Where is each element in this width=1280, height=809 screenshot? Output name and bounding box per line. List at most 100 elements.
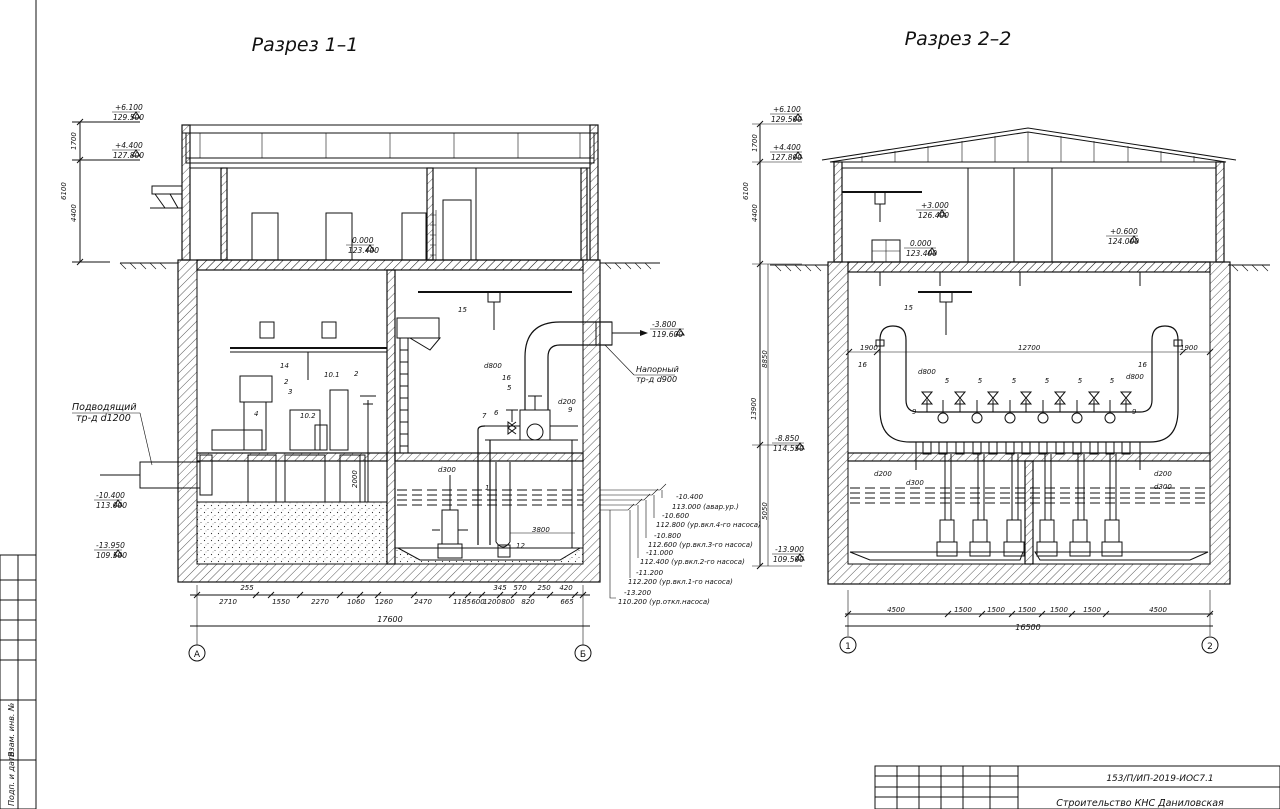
- pump-level-2-bot: 112.600 (ур.вкл.3-го насоса): [648, 541, 753, 549]
- level-r-440-bot: 127.800: [771, 153, 802, 162]
- label-5-right-3: 5: [1045, 377, 1050, 385]
- label-5-right-0: 5: [945, 377, 950, 385]
- level-l-610-top: +6.100: [115, 103, 143, 112]
- level-r-300-top: +3.000: [921, 201, 949, 210]
- level-r-885-bot: 114.550: [773, 444, 804, 453]
- dim-left-3: 1060: [347, 598, 365, 606]
- dim-left-11: 665: [560, 598, 574, 606]
- label-15-left: 15: [458, 306, 467, 314]
- dim-r-top-1900a: 1900: [860, 344, 878, 352]
- dim-right-4: 1500: [1050, 606, 1068, 614]
- level-r-440-top: +4.400: [773, 143, 801, 152]
- label-d300-left: d300: [438, 466, 456, 474]
- level-r-000-bot: 123.400: [906, 249, 937, 258]
- label-2a: 2: [284, 378, 289, 386]
- label-5-left: 5: [507, 384, 512, 392]
- label-5-right-1: 5: [978, 377, 983, 385]
- label-d200-left: d200: [558, 398, 576, 406]
- title-block: 153/П/ИП-2019-ИОС7.1 Строительство КНС Д…: [874, 765, 1280, 809]
- pump-level-0-bot: 113.000 (авар.ур.): [672, 503, 739, 511]
- axis-b: Б: [580, 650, 586, 660]
- section-2-2-title: Разрез 2–2: [905, 28, 1012, 50]
- dim-right-1: 1500: [954, 606, 972, 614]
- level-r-300-bot: 126.400: [918, 211, 949, 220]
- dim-r-top-1900b: 1900: [1180, 344, 1198, 352]
- level-l-440-top: +4.400: [115, 141, 143, 150]
- label-5-right-5: 5: [1110, 377, 1115, 385]
- label-4: 4: [254, 410, 258, 418]
- pump-level-2-top: -10.800: [654, 532, 682, 540]
- label-10-2: 10.2: [300, 412, 316, 420]
- level-l-1395-top: -13.950: [96, 541, 125, 550]
- label-9-left: 9: [568, 406, 573, 414]
- level-r-1390-bot: 109.500: [773, 555, 804, 564]
- section-1-1-title: Разрез 1–1: [252, 34, 359, 56]
- label-5-right-2: 5: [1012, 377, 1017, 385]
- dim-left-4: 1260: [375, 598, 393, 606]
- pressure-label-1: Напорный: [636, 365, 679, 374]
- level-r-1390-top: -13.900: [775, 545, 804, 554]
- section-2-2: Разрез 2–2: [742, 28, 1270, 654]
- dim-right-3: 1500: [1018, 606, 1036, 614]
- level-l-1040-bot: 113.000: [96, 501, 127, 510]
- inlet-label-2: тр-д d1200: [76, 413, 131, 424]
- title-block-code: 153/П/ИП-2019-ИОС7.1: [1106, 774, 1213, 784]
- dim-left-upper-0: 255: [240, 584, 254, 592]
- label-d200-right-a: d200: [874, 470, 892, 478]
- pump-level-1-top: -10.600: [662, 512, 690, 520]
- dim-right-2: 1500: [987, 606, 1005, 614]
- vdim-l-1700: 1700: [70, 132, 78, 150]
- label-9-right-a: 9: [912, 408, 917, 416]
- label-3800: 3800: [532, 526, 550, 534]
- level-l-380-top: -3.800: [652, 320, 676, 329]
- label-d200-right-b: d200: [1154, 470, 1172, 478]
- level-r-885-top: -8.850: [775, 434, 799, 443]
- level-l-000-top: 0.000: [352, 236, 374, 245]
- vdim-l-2000: 2000: [351, 470, 359, 488]
- vdim-r-5050: 5050: [761, 502, 769, 520]
- dim-left-2: 2270: [311, 598, 329, 606]
- dim-left-total: 17600: [377, 615, 402, 624]
- dim-left-upper-4: 420: [559, 584, 573, 592]
- dim-right-6: 4500: [1149, 606, 1167, 614]
- dim-left-upper-2: 570: [513, 584, 527, 592]
- label-10-1: 10.1: [324, 371, 340, 379]
- vdim-r-13900: 13900: [750, 397, 758, 420]
- level-r-060-bot: 124.000: [1108, 237, 1139, 246]
- level-r-000-top: 0.000: [910, 239, 932, 248]
- pump-level-0-top: -10.400: [676, 493, 704, 501]
- axis-2: 2: [1207, 642, 1213, 652]
- vdim-l-4400: 4400: [70, 204, 78, 222]
- dim-right-5: 1500: [1083, 606, 1101, 614]
- vdim-r-1700: 1700: [751, 134, 759, 152]
- vdim-r-6100: 6100: [742, 182, 750, 200]
- label-6-left: 6: [494, 409, 499, 417]
- pressure-label-2: тр-д d900: [636, 375, 677, 384]
- label-5-right-4: 5: [1078, 377, 1083, 385]
- dim-left-8: 1200: [483, 598, 501, 606]
- label-d800-left: d800: [484, 362, 502, 370]
- dim-left-6: 1185: [453, 598, 471, 606]
- pump-level-3-top: -11.000: [646, 549, 674, 557]
- label-14: 14: [280, 362, 289, 370]
- level-l-610-bot: 129.500: [113, 113, 144, 122]
- pump-level-1-bot: 112.800 (ур.вкл.4-го насоса): [656, 521, 761, 529]
- dim-r-top-12700: 12700: [1018, 344, 1041, 352]
- dim-right-0: 4500: [887, 606, 905, 614]
- level-r-610-top: +6.100: [773, 105, 801, 114]
- pump-level-3-bot: 112.400 (ур.вкл.2-го насоса): [640, 558, 745, 566]
- pump-level-5-top: -13.200: [624, 589, 652, 597]
- level-r-610-bot: 129.500: [771, 115, 802, 124]
- vdim-r-8850: 8850: [761, 350, 769, 368]
- pump-level-4-top: -11.200: [636, 569, 664, 577]
- level-l-000-bot: 123.400: [348, 246, 379, 255]
- vdim-r-4400: 4400: [751, 204, 759, 222]
- pump-level-5-bot: 110.200 (ур.откл.насоса): [618, 598, 710, 606]
- label-9-right-b: 9: [1132, 408, 1137, 416]
- label-15-right: 15: [904, 304, 913, 312]
- side-stamp: Взам. инв. № Подп. и дата: [0, 554, 37, 809]
- level-r-060-top: +0.600: [1110, 227, 1138, 236]
- level-l-440-bot: 127.800: [113, 151, 144, 160]
- dim-left-9: 800: [501, 598, 515, 606]
